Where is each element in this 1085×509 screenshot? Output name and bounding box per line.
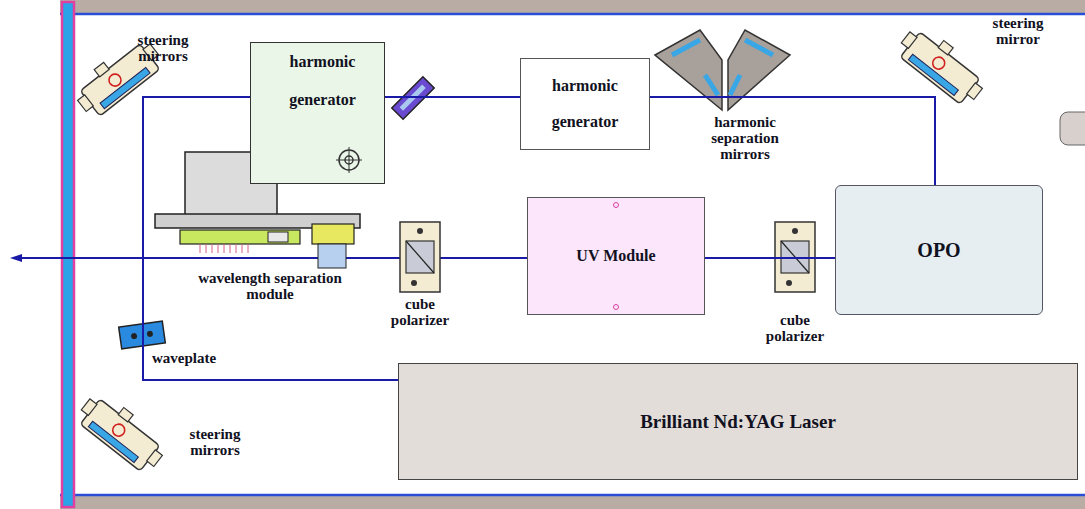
component-box: UV Module	[527, 197, 705, 315]
part-label: steering mirrors	[122, 32, 204, 64]
component-box: OPO	[835, 185, 1043, 315]
part-label: wavelength separation module	[185, 270, 355, 302]
part-label: steering mirrors	[170, 426, 260, 458]
mount-dot	[613, 304, 619, 310]
component-box: Brilliant Nd:YAG Laser	[398, 363, 1078, 480]
component-box: harmonic generator	[250, 42, 385, 184]
component-name: harmonic generator	[271, 43, 375, 119]
component-box: harmonic generator	[520, 58, 650, 150]
component-name: OPO	[844, 238, 1034, 262]
target-symbol	[334, 145, 364, 175]
part-label: cube polarizer	[755, 312, 835, 344]
beam-path	[705, 258, 835, 259]
part-label: cube polarizer	[380, 296, 460, 328]
component-name: Brilliant Nd:YAG Laser	[438, 410, 1038, 434]
beam-path	[385, 97, 520, 98]
part-label: waveplate	[152, 350, 242, 366]
component-name: harmonic generator	[530, 68, 640, 140]
mount-dot	[613, 202, 619, 208]
beam-path	[650, 97, 935, 185]
part-label: harmonic separation mirrors	[690, 114, 800, 162]
part-label: steering mirror	[976, 15, 1060, 47]
component-name: UV Module	[536, 246, 696, 266]
